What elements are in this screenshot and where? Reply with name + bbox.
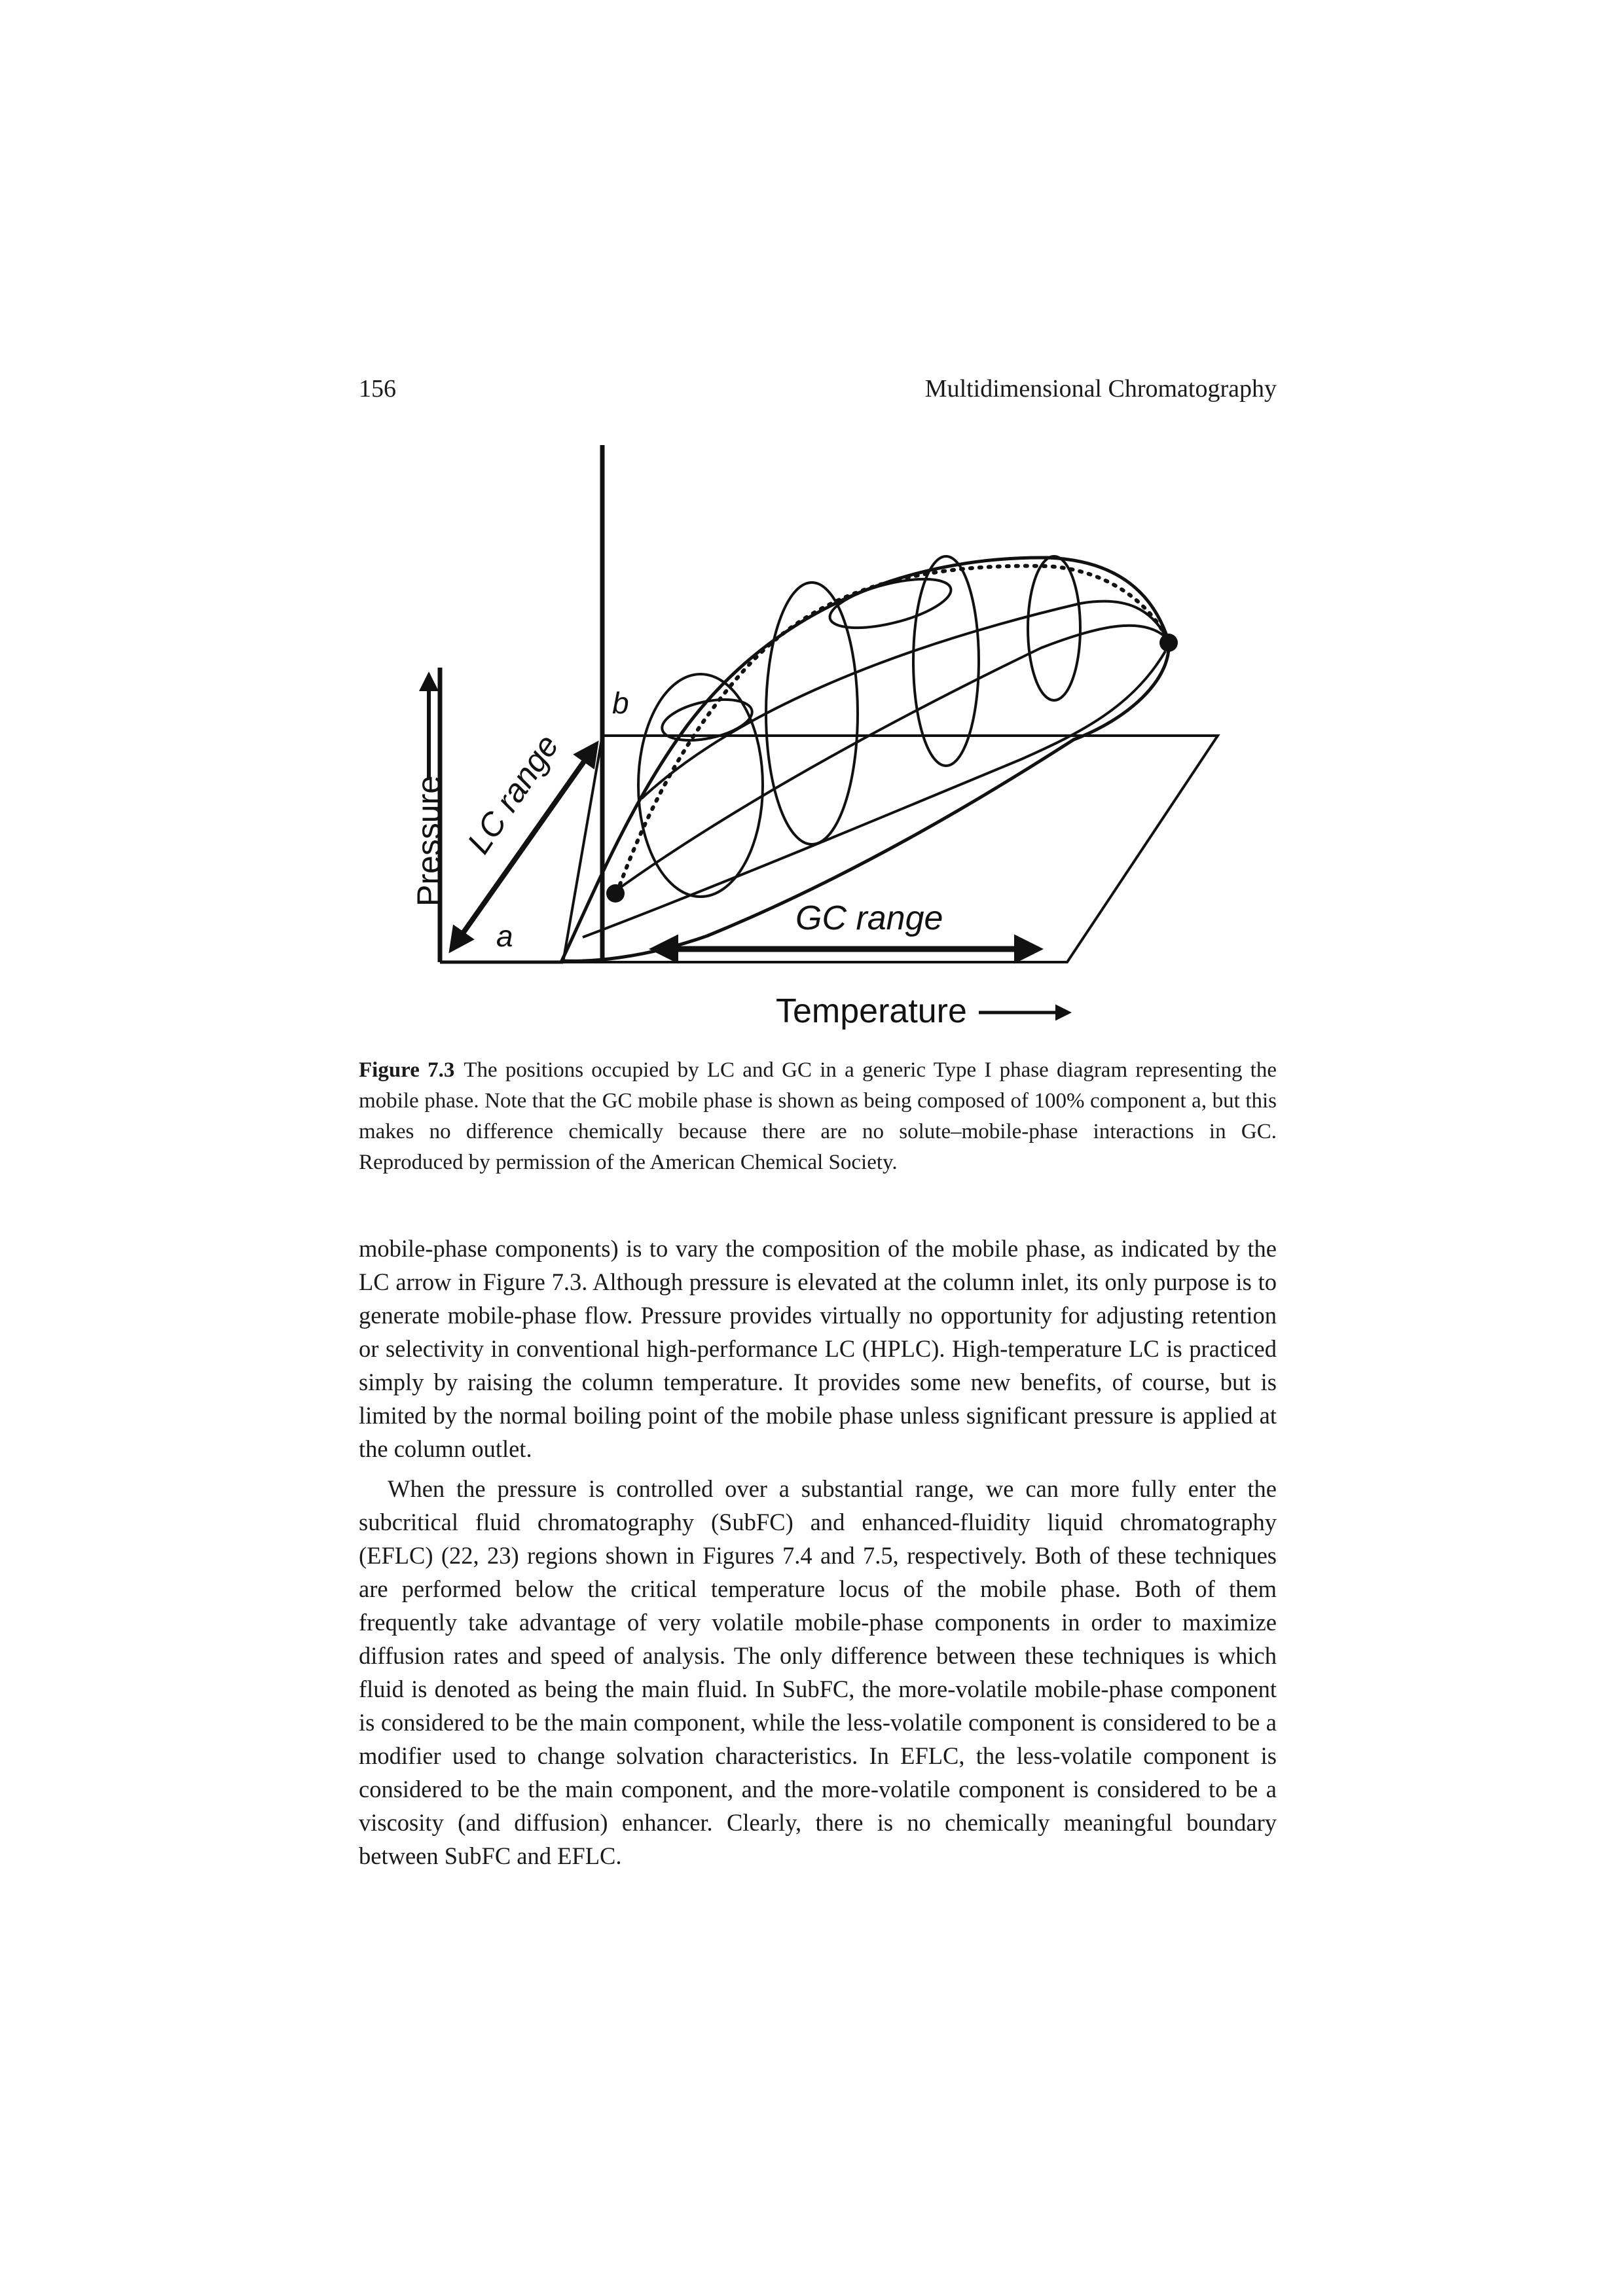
- point-a-label: a: [496, 919, 513, 953]
- envelope-curve-2: [582, 650, 1167, 939]
- critical-point-a: [606, 884, 625, 903]
- top-ring-1: [661, 698, 754, 742]
- temperature-label: Temperature: [776, 992, 967, 1030]
- critical-locus-dotted: [615, 564, 1171, 895]
- cross-section-1: [637, 673, 764, 898]
- pressure-label: Pressure: [410, 776, 447, 906]
- caption-text: The positions occupied by LC and GC in a…: [359, 1058, 1277, 1174]
- page-header: 156 Multidimensional Chromatography: [359, 374, 1277, 407]
- cross-section-3: [912, 555, 980, 767]
- running-title: Multidimensional Chromatography: [924, 375, 1277, 403]
- paragraph-1: mobile-phase components) is to vary the …: [359, 1235, 1277, 1462]
- phase-diagram-figure: Pressure LC range a b GC range Temperatu…: [393, 432, 1231, 1041]
- lc-range-arrow: [448, 740, 599, 954]
- cross-section-2: [765, 581, 859, 846]
- gc-range-label: GC range: [795, 899, 943, 937]
- body-text: mobile-phase components) is to vary the …: [359, 1232, 1277, 1879]
- phase-diagram-svg: Pressure LC range a b GC range Temperatu…: [410, 445, 1220, 1030]
- point-b-label: b: [612, 686, 629, 720]
- critical-point-b: [1159, 634, 1178, 652]
- paragraph-2: When the pressure is controlled over a s…: [359, 1475, 1277, 1869]
- top-ring-2: [828, 577, 953, 630]
- caption-label: Figure 7.3: [359, 1058, 455, 1082]
- cross-section-4: [1027, 555, 1082, 702]
- phase-envelope-outline: [559, 556, 1171, 963]
- lc-range-label: LC range: [460, 728, 566, 860]
- envelope-curve-3: [640, 600, 1170, 800]
- page-number: 156: [359, 375, 396, 403]
- envelope-curve-1: [611, 624, 1170, 895]
